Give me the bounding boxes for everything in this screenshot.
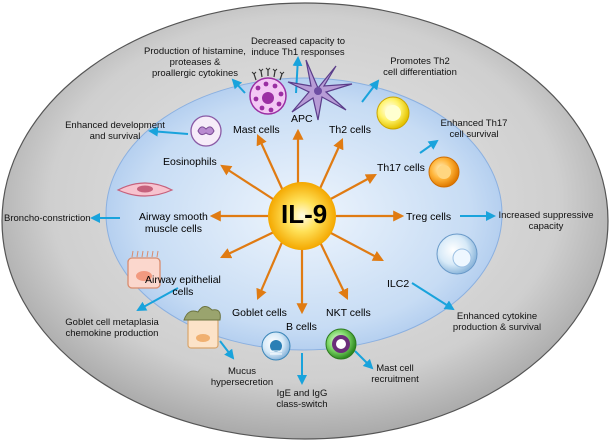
epithelial-cell-icon [127,250,161,289]
cell-label-ilc2: ILC2 [387,278,410,290]
effect-treg: Increased suppressive capacity [498,210,594,232]
effect-bcells: IgE and IgG class-switch [276,388,328,410]
il9-label: IL-9 [281,199,328,229]
apc-dendritic-icon [287,59,353,121]
smooth-muscle-cell-icon [116,182,174,197]
orange-arrows [209,128,405,315]
cell-label-th2: Th2 cells [329,124,372,136]
effect-nkt: Mast cell recruitment [371,363,419,385]
mast-cell-icon [249,67,287,115]
cell-label-treg: Treg cells [406,211,452,223]
th2-cell-icon [376,96,410,130]
cell-label-airway-epithelial: Airway epithelial cells [145,274,221,298]
cell-label-goblet: Goblet cells [232,307,287,319]
effect-th17: Enhanced Th17 cell survival [440,118,508,140]
treg-cell-icon [436,233,478,275]
b-cell-icon [261,331,291,361]
effect-airway-smooth: Broncho-constriction [4,213,91,224]
cell-label-nkt: NKT cells [326,307,371,319]
effect-ilc2: Enhanced cytokine production & survival [452,311,542,333]
blue-arrows [90,56,496,385]
cell-label-airway-smooth: Airway smooth muscle cells [139,211,208,235]
effect-apc: Decreased capacity to induce Th1 respons… [251,36,345,58]
effect-eosinophils: Enhanced development and survival [65,120,165,142]
il9-glow [268,182,336,250]
cell-label-mast: Mast cells [233,124,280,136]
effect-th2: Promotes Th2 cell differentiation [383,56,457,78]
effect-airway-epithelial: Goblet cell metaplasia chemokine product… [65,317,159,339]
cell-label-eosinophils: Eosinophils [163,156,217,168]
cell-label-th17: Th17 cells [377,162,425,174]
effect-goblet: Mucus hypersecretion [210,366,274,388]
cell-label-bcells: B cells [286,321,317,333]
goblet-cell-icon [183,306,221,349]
effect-mast: Production of histamine, proteases & pro… [144,46,246,79]
nkt-cell-icon [325,328,357,360]
cell-label-apc: APC [291,113,313,125]
eosinophil-icon [190,115,222,147]
th17-cell-icon [428,156,460,188]
